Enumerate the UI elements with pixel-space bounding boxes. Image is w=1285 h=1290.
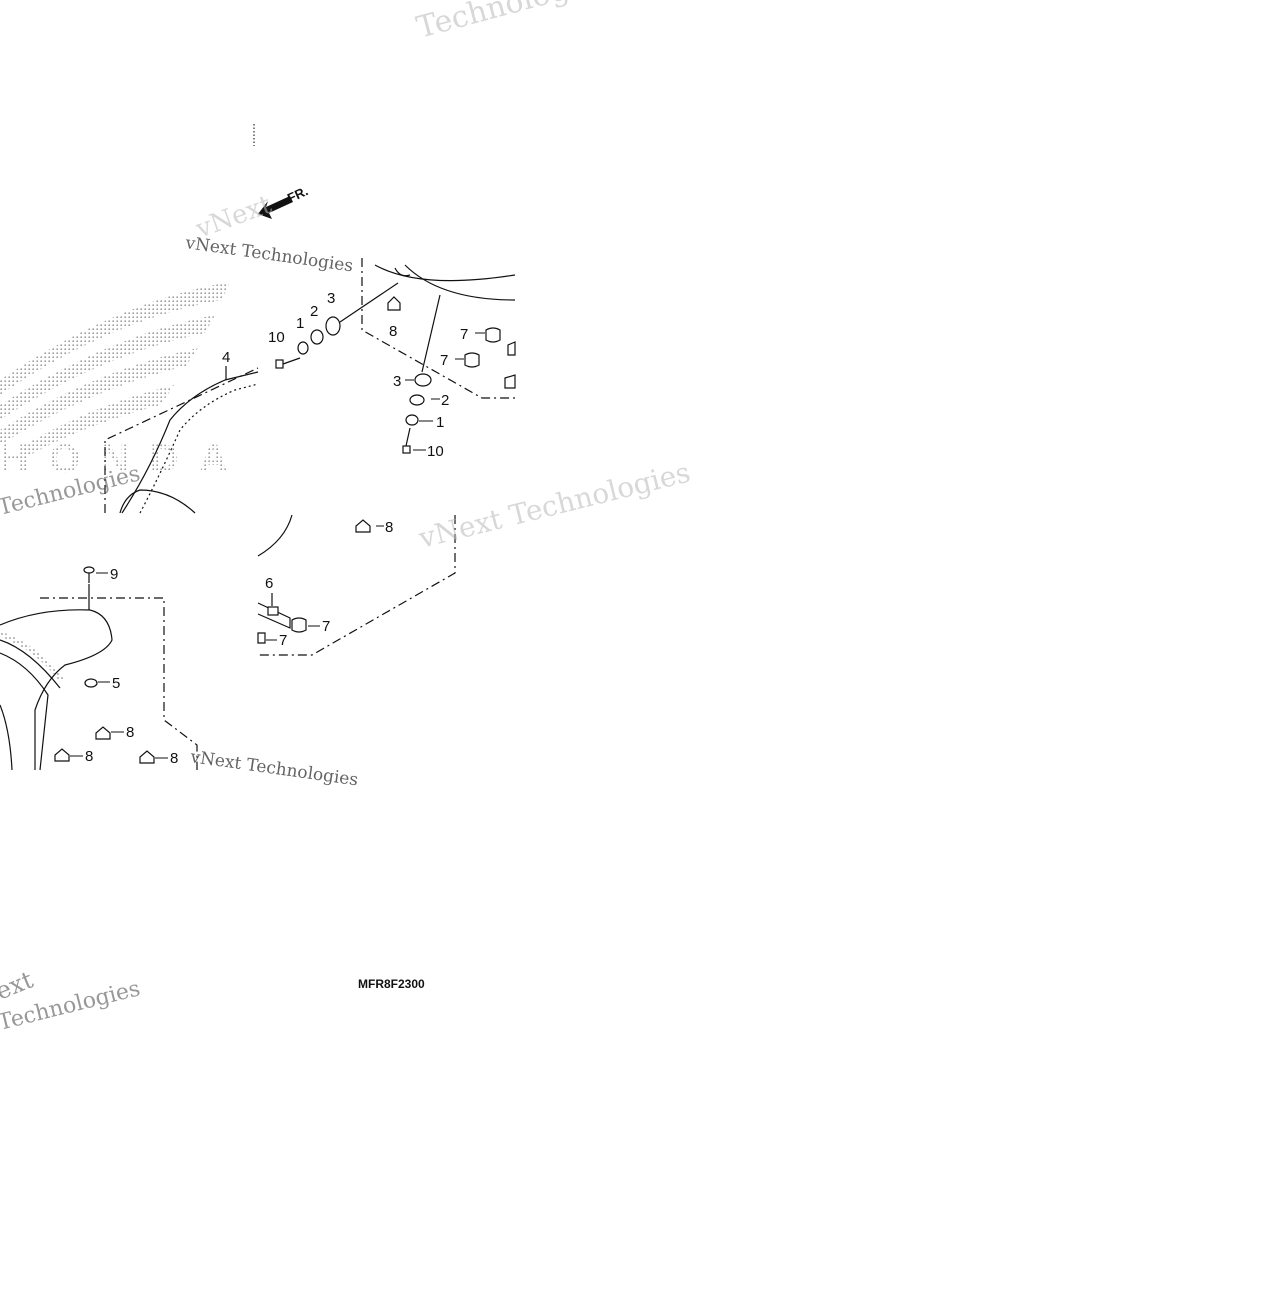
clip-nut-icon <box>139 750 155 764</box>
callout-number: 6 <box>265 575 273 592</box>
rubber-cushion-icon <box>291 617 307 633</box>
washer-icon <box>84 678 98 688</box>
watermark-text: Technologies <box>413 0 614 46</box>
callout-number: 8 <box>126 724 134 741</box>
rubber-cushion-icon <box>257 632 266 644</box>
rear-seat-block <box>0 584 198 771</box>
callout-number: 10 <box>427 443 444 460</box>
callout-number: 7 <box>460 326 468 343</box>
callout-number: 4 <box>222 349 230 366</box>
callout-number: 7 <box>440 352 448 369</box>
callout-number: 8 <box>170 750 178 767</box>
rear-fasteners <box>54 566 155 764</box>
rubber-cushion-icon <box>485 327 501 343</box>
watermark-text: vNext <box>191 190 276 245</box>
callout-number: 8 <box>85 748 93 765</box>
washer-icon <box>310 329 324 345</box>
callout-number: 5 <box>112 675 120 692</box>
upper-fasteners <box>275 296 516 454</box>
collar-icon <box>297 341 309 355</box>
callout-number: 9 <box>110 566 118 583</box>
washer-icon <box>409 394 425 406</box>
callout-number: 7 <box>322 618 330 635</box>
watermark-text: vNext Technologies <box>188 747 359 790</box>
callout-number: 1 <box>296 315 304 332</box>
diagram-reference-code: MFR8F2300 <box>358 977 425 991</box>
front-direction-arrow-icon <box>258 196 293 219</box>
callout-number: 3 <box>327 290 335 307</box>
spacer-icon <box>267 606 279 616</box>
callout-number: 8 <box>389 323 397 340</box>
rubber-cushion-icon <box>507 341 516 356</box>
watermark-text: ext <box>0 965 37 1005</box>
callout-number: 2 <box>441 392 449 409</box>
bolt-icon <box>275 357 301 369</box>
front-direction-label: FR. <box>285 183 310 205</box>
honda-wing-logo <box>0 282 230 455</box>
clip-nut-icon <box>387 296 401 311</box>
grommet-icon <box>414 373 432 387</box>
callout-number: 8 <box>385 519 393 536</box>
grommet-icon <box>325 316 341 336</box>
watermark-text: vNext Technologies <box>415 455 694 555</box>
callout-number: 1 <box>436 414 444 431</box>
screw-icon <box>83 566 95 583</box>
callout-leaders <box>70 332 485 759</box>
clip-nut-icon <box>355 519 371 533</box>
watermarks: Technologies vNext Technologies vNext Te… <box>0 0 694 1036</box>
rubber-cushion-icon <box>504 374 516 389</box>
rubber-cushion-icon <box>464 352 480 368</box>
clip-nut-icon <box>95 726 111 740</box>
callout-number: 2 <box>310 303 318 320</box>
bolt-icon <box>402 427 411 454</box>
collar-icon <box>405 414 419 426</box>
callout-number: 10 <box>268 329 285 346</box>
middle-fasteners <box>257 519 371 644</box>
callout-number: 7 <box>279 632 287 649</box>
part-callouts: 10 1 2 3 4 8 7 7 3 2 1 10 8 9 5 8 8 8 6 … <box>85 290 468 767</box>
callout-number: 3 <box>393 373 401 390</box>
clip-nut-icon <box>54 748 70 762</box>
upper-seat-block <box>104 258 516 514</box>
